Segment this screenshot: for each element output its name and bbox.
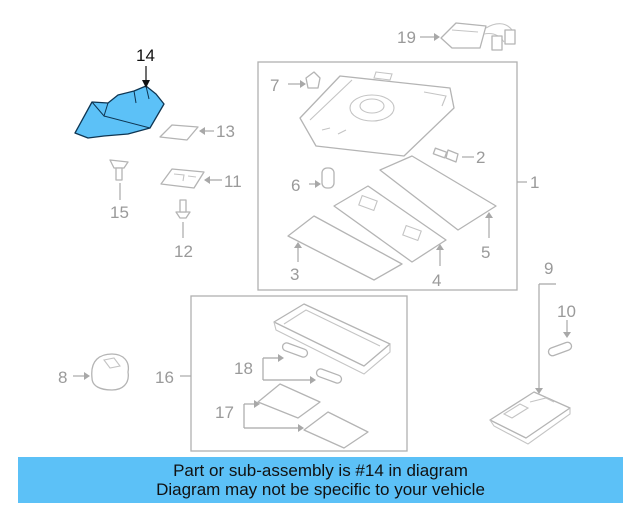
part-18-bulbs <box>281 342 343 384</box>
part-17-gaskets <box>257 383 369 449</box>
callout-13: 13 <box>216 122 235 141</box>
part-6-bulb <box>321 167 335 189</box>
part-10-bulb <box>547 341 573 357</box>
callout-2: 2 <box>476 148 485 167</box>
callout-18: 18 <box>234 359 253 378</box>
callout-8: 8 <box>58 368 67 387</box>
callout-12: 12 <box>174 242 193 261</box>
part-15-screw <box>109 159 129 181</box>
part-4-lens <box>333 185 447 263</box>
callout-6: 6 <box>291 176 300 195</box>
part-14-bracket[interactable] <box>74 85 165 139</box>
lamp-lens-16 <box>273 303 391 375</box>
part-3-pad <box>287 215 403 281</box>
part-11-clip <box>160 168 205 189</box>
part-5-trim <box>379 155 497 231</box>
part-13-pad <box>159 124 199 141</box>
callout-4: 4 <box>432 271 441 290</box>
parts-diagram: 14 15 13 11 12 19 1 <box>58 22 576 452</box>
part-9-lamp <box>489 391 571 445</box>
banner-line-1: Part or sub-assembly is #14 in diagram <box>173 461 468 480</box>
banner-line-2: Diagram may not be specific to your vehi… <box>156 480 485 499</box>
arrow-14 <box>142 66 150 88</box>
info-banner: Part or sub-assembly is #14 in diagram D… <box>18 457 623 503</box>
part-12-screw <box>175 199 191 219</box>
callout-19: 19 <box>397 28 416 47</box>
callout-14: 14 <box>136 46 155 65</box>
part-2-screw <box>432 147 459 163</box>
callout-15: 15 <box>110 203 129 222</box>
main-housing <box>299 71 455 157</box>
callout-1: 1 <box>530 173 539 192</box>
callout-17: 17 <box>215 403 234 422</box>
callout-11: 11 <box>224 172 242 191</box>
callout-5: 5 <box>481 243 490 262</box>
assembly-16-box <box>190 295 408 452</box>
callout-10: 10 <box>557 302 576 321</box>
callout-7: 7 <box>270 76 279 95</box>
assembly-1-box <box>257 61 518 291</box>
callout-16: 16 <box>155 368 174 387</box>
part-7-clip <box>305 71 321 89</box>
part-19-connector <box>440 22 516 51</box>
callout-3: 3 <box>290 265 299 284</box>
part-8-socket <box>91 353 130 391</box>
callout-9: 9 <box>544 259 553 278</box>
